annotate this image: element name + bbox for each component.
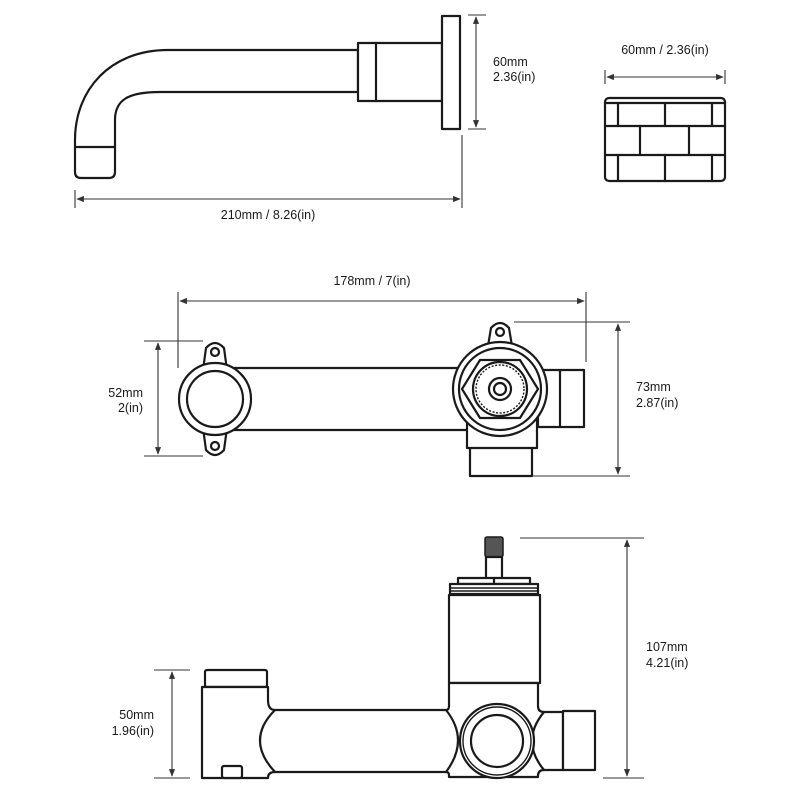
valve-front-right-height-in: 4.21(in) bbox=[646, 656, 688, 670]
valve-top-pipe bbox=[218, 366, 472, 432]
cartridge-stem bbox=[484, 555, 504, 581]
front-port-inner bbox=[469, 713, 525, 769]
valve-front-right-height-mm: 107mm bbox=[646, 640, 688, 654]
left-joint-curve bbox=[259, 708, 277, 774]
spout-height-label-in: 2.36(in) bbox=[493, 70, 535, 84]
handle-plate-view: 60mm / 2.36(in) bbox=[603, 43, 727, 183]
valve-top-left-height-mm: 52mm bbox=[108, 386, 143, 400]
valve-top-view: 178mm / 7(in) 52mm 2(in) bbox=[108, 274, 678, 478]
center-left-joint-curve bbox=[444, 708, 459, 774]
handle-brick-pattern bbox=[603, 101, 727, 183]
spout-height-label-mm: 60mm bbox=[493, 55, 528, 69]
spout-wall-flange bbox=[440, 14, 462, 131]
right-outlet bbox=[561, 709, 597, 772]
cartridge-spline-knob bbox=[484, 536, 504, 558]
spout-collar bbox=[356, 41, 444, 103]
left-inlet-cap bbox=[203, 668, 269, 689]
cartridge-body bbox=[447, 593, 542, 685]
spout-width-label: 210mm / 8.26(in) bbox=[221, 208, 315, 222]
valve-top-right-height-in: 2.87(in) bbox=[636, 396, 678, 410]
valve-spindle-inner bbox=[492, 381, 508, 397]
valve-front-view: 50mm 1.96(in) 107mm 4.21(in) bbox=[112, 536, 688, 780]
valve-top-right-height-mm: 73mm bbox=[636, 380, 671, 394]
valve-top-width-label: 178mm / 7(in) bbox=[333, 274, 410, 288]
cartridge-thread bbox=[448, 582, 540, 596]
spout-side-view: 60mm 2.36(in) 210mm / 8.26(in) bbox=[73, 14, 535, 222]
valve-front-left-height-mm: 50mm bbox=[119, 708, 154, 722]
handle-width-label: 60mm / 2.36(in) bbox=[621, 43, 709, 57]
left-inlet-foot bbox=[220, 764, 244, 780]
valve-top-left-height-in: 2(in) bbox=[118, 401, 143, 415]
left-inlet-inner bbox=[185, 369, 245, 429]
spout-pipe bbox=[73, 48, 360, 180]
valve-front-left-height-in: 1.96(in) bbox=[112, 724, 154, 738]
